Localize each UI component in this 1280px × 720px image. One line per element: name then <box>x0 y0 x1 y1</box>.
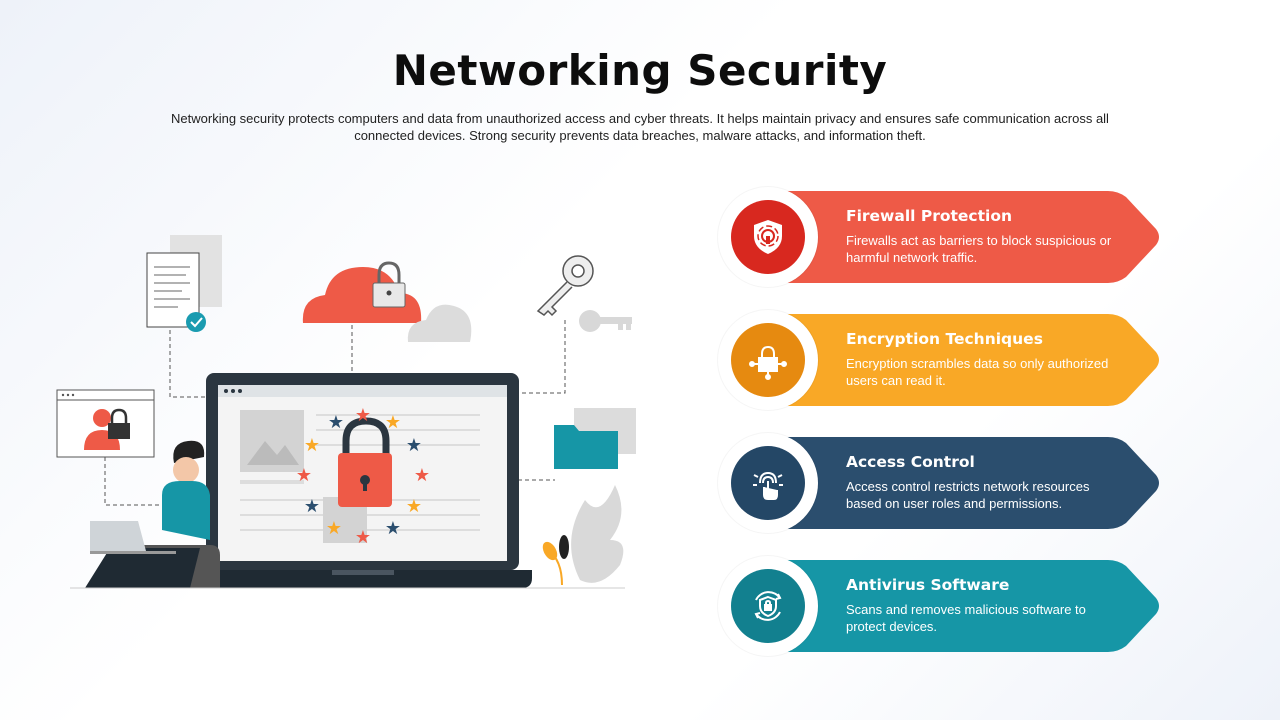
card-access-control: Access Control Access control restricts … <box>718 433 1163 533</box>
svg-text:★: ★ <box>328 412 344 433</box>
connector-lines <box>104 320 566 506</box>
user-lock-window-icon <box>56 389 155 458</box>
plant-decoration <box>542 485 624 586</box>
card-arrow-shape <box>768 314 1159 406</box>
card-arrow-shape <box>768 560 1159 652</box>
fingerprint-access-icon <box>731 446 805 520</box>
shield-icon <box>731 200 805 274</box>
card-title: Firewall Protection <box>846 207 1013 225</box>
svg-text:★: ★ <box>414 465 430 486</box>
lock-network-icon <box>731 323 805 397</box>
card-arrow-shape <box>768 191 1159 283</box>
network-security-illustration: ★ ★ ★ ★ ★ ★ ★ ★ ★ ★ ★ ★ <box>56 235 636 589</box>
person-working-icon <box>85 440 220 588</box>
card-antivirus-software: Antivirus Software Scans and removes mal… <box>718 556 1163 656</box>
svg-text:★: ★ <box>326 518 342 539</box>
cloud-lock-icon <box>302 261 472 342</box>
card-description: Scans and removes malicious software to … <box>846 602 1086 634</box>
card-encryption-techniques: Encryption Techniques Encryption scrambl… <box>718 310 1163 410</box>
card-title: Encryption Techniques <box>846 330 1043 348</box>
card-description: Access control restricts network resourc… <box>846 479 1090 511</box>
slide-title: Networking Security <box>392 46 888 95</box>
card-description: Encryption scrambles data so only author… <box>846 356 1109 388</box>
card-title: Antivirus Software <box>846 576 1010 594</box>
card-arrow-shape <box>768 437 1159 529</box>
svg-text:★: ★ <box>385 518 401 539</box>
stars-ring: ★ ★ ★ ★ ★ ★ ★ ★ ★ ★ ★ ★ <box>296 405 430 548</box>
document-check-icon <box>146 235 222 332</box>
slide-subtitle: Networking security protects computers a… <box>171 111 1109 143</box>
folder-icon <box>554 408 636 469</box>
svg-text:★: ★ <box>304 496 320 517</box>
svg-text:★: ★ <box>406 435 422 456</box>
svg-text:★: ★ <box>296 465 312 486</box>
svg-text:★: ★ <box>406 496 422 517</box>
svg-text:★: ★ <box>385 412 401 433</box>
key-icon <box>536 255 594 317</box>
antivirus-shield-icon <box>731 569 805 643</box>
svg-text:★: ★ <box>355 527 371 548</box>
svg-text:★: ★ <box>355 405 371 426</box>
padlock-icon <box>338 417 392 507</box>
svg-text:★: ★ <box>304 435 320 456</box>
card-description: Firewalls act as barriers to block suspi… <box>846 233 1112 265</box>
key-secondary-icon <box>579 310 632 332</box>
card-firewall-protection: Firewall Protection Firewalls act as bar… <box>718 187 1163 287</box>
card-title: Access Control <box>846 453 975 471</box>
